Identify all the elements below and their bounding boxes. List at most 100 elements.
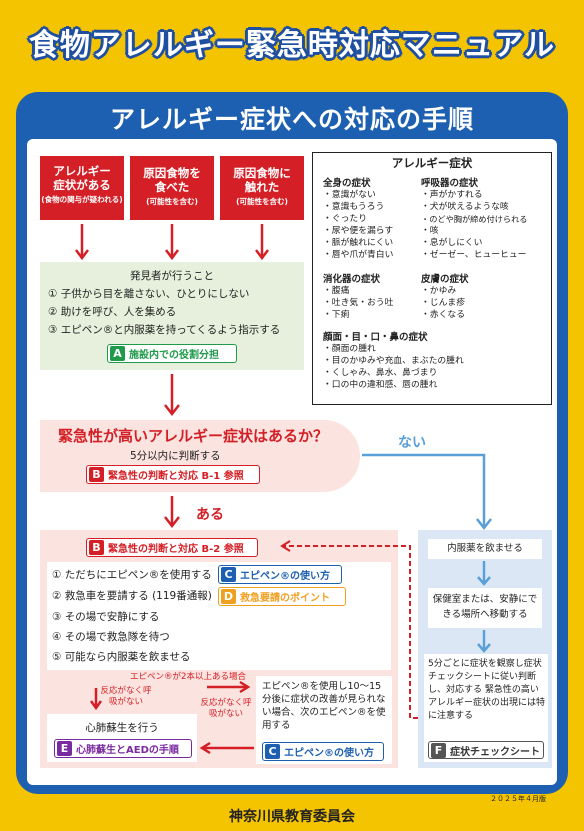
tag-b2[interactable]: B 緊急性の判断と対応 B-2 参照	[86, 538, 258, 557]
discoverer-box: 発見者が行うこと ① 子供から目を離さない、ひとりにしない ② 助けを呼び、人を…	[40, 262, 304, 370]
symptom-title: アレルギー症状	[391, 156, 473, 170]
symptom-box: アレルギー症状 全身の症状 ・意識がない ・意識もうろう ・ぐったり ・尿や便を…	[312, 152, 552, 405]
trigger-ate: 原因食物を 食べた (可能性を含む)	[130, 156, 214, 220]
symptom-item: ・息がしにくい	[421, 238, 483, 248]
arrowhead	[89, 700, 103, 711]
trigger-touched: 原因食物に 触れた (可能性を含む)	[220, 156, 304, 220]
symptom-item: ・かゆみ	[421, 286, 457, 296]
no-label: ない	[398, 435, 426, 451]
symptom-item: ・犬が吠えるような咳	[421, 202, 509, 212]
tag-e[interactable]: E 心肺蘇生とAEDの手順	[54, 739, 192, 758]
trigger-line2: 症状がある	[53, 178, 111, 192]
trigger-line1: アレルギー	[53, 164, 111, 178]
tag-letter: D	[221, 589, 236, 604]
no-step1: 内服薬を飲ませる	[428, 539, 542, 559]
tag-c2[interactable]: C エピペン®の使い方	[262, 742, 384, 761]
tag-c[interactable]: C エピペン®の使い方	[218, 565, 342, 584]
tag-letter: B	[89, 467, 104, 482]
trigger-line2: 触れた	[244, 180, 280, 194]
symptom-item: ・赤くなる	[421, 310, 465, 320]
tag-b1[interactable]: B 緊急性の判断と対応 B-1 参照	[86, 465, 260, 484]
discoverer-item: ③ エピペン®と内服薬を持ってくるよう指示する	[48, 324, 281, 336]
symptom-item: ・尿や便を漏らす	[323, 226, 394, 236]
tag-label: 救急要請のポイント	[240, 593, 330, 604]
tag-letter: E	[57, 741, 72, 756]
yes-step: ② 救急車を要請する (119番通報)	[52, 590, 212, 602]
symptom-item: ・吐き気・おう吐	[323, 298, 394, 308]
symptom-heading: 全身の症状	[323, 178, 371, 189]
symptom-resp: 呼吸器の症状 ・声がかすれる ・犬が吠えるような咳 ・のどや胸が締め付けられる …	[421, 175, 551, 261]
symptom-item: ・のどや胸が締め付けられる	[421, 214, 528, 224]
tag-label: エピペン®の使い方	[284, 748, 374, 759]
tag-label: 施設内での役割分担	[129, 350, 219, 361]
trigger-note: (可能性を含む)	[236, 197, 288, 206]
tag-letter: A	[110, 346, 125, 361]
arrowhead	[476, 518, 492, 531]
arrowhead	[165, 249, 179, 261]
discoverer-heading: 発見者が行うこと	[130, 270, 214, 282]
trigger-line1: 原因食物に	[233, 166, 291, 180]
question-text: 緊急性が高いアレルギー症状はあるか？	[58, 427, 329, 445]
tag-label: エピペン®の使い方	[240, 571, 330, 582]
cpr-text: 心肺蘇生を行う	[85, 722, 159, 734]
tag-a[interactable]: A 施設内での役割分担	[107, 344, 237, 363]
symptom-item: ・意識がない	[323, 190, 376, 200]
question-sub: 5分以内に判断する	[130, 450, 221, 462]
arrow-no-path	[362, 453, 486, 528]
symptom-item: ・ゼーゼー、ヒューヒュー	[421, 250, 527, 260]
epipen-followup-text: エピペン®を使用し10～15分後に症状の改善が見られない場合、次のエピペン®を使…	[262, 681, 386, 731]
symptom-item: ・ぐったり	[323, 214, 367, 224]
symptom-item: ・顔面の腫れ	[323, 344, 376, 354]
tag-label: 心肺蘇生とAEDの手順	[76, 745, 179, 756]
symptom-digest: 消化器の症状 ・腹痛 ・吐き気・おう吐 ・下痢	[323, 271, 423, 321]
symptom-item: ・脈が触れにくい	[323, 238, 394, 248]
tag-d[interactable]: D 救急要請のポイント	[218, 587, 346, 606]
arrowhead	[164, 404, 180, 417]
arrowhead	[477, 643, 491, 653]
symptom-item: ・じんま疹	[421, 298, 465, 308]
symptom-item: ・腹痛	[323, 286, 350, 296]
banner-title: アレルギー症状への対応の手順	[109, 105, 474, 134]
symptom-body: 全身の症状 ・意識がない ・意識もうろう ・ぐったり ・尿や便を漏らす ・脈が触…	[323, 175, 423, 261]
no-step3: 5分ごとに症状を観察し症状チェックシートに従い判断し、対応する 緊急性の高いアレ…	[428, 659, 546, 721]
arrowhead	[164, 516, 180, 529]
no-step2: 保健室または、安静にできる場所へ移動する	[428, 588, 542, 628]
arrowhead	[477, 576, 491, 586]
main-title: 食物アレルギー緊急時対応マニュアル	[28, 28, 556, 63]
trigger-symptoms: アレルギー 症状がある (食物の関与が疑われる)	[40, 156, 124, 220]
arrowhead	[75, 249, 89, 261]
arrowhead	[239, 680, 251, 694]
symptom-item: ・口の中の違和感、唇の腫れ	[323, 380, 438, 390]
tag-label: 緊急性の判断と対応 B-1 参照	[108, 471, 244, 482]
symptom-item: ・唇や爪が青白い	[323, 250, 394, 260]
symptom-item: ・下痢	[323, 310, 350, 320]
symptom-skin: 皮膚の症状 ・かゆみ ・じんま疹 ・赤くなる	[421, 271, 551, 321]
tag-label: 緊急性の判断と対応 B-2 参照	[108, 544, 244, 555]
trigger-line1: 原因食物を	[143, 166, 201, 180]
edition-date: ２０２５年４月版	[490, 795, 546, 803]
tag-letter: F	[431, 742, 446, 758]
footer-org: 神奈川県教育委員会	[229, 809, 355, 825]
discoverer-item: ① 子供から目を離さない、ひとりにしない	[48, 288, 250, 300]
no-reaction-note: 反応がなく呼吸がない	[100, 686, 152, 707]
trigger-line2: 食べた	[154, 180, 190, 194]
symptom-item: ・咳	[421, 226, 439, 236]
yes-step: ⑤ 可能なら内服薬を飲ませる	[52, 651, 191, 663]
symptom-heading: 消化器の症状	[323, 274, 381, 285]
tag-letter: C	[221, 567, 236, 582]
epipen-twice-note: エピペン®が2本以上ある場合	[130, 672, 246, 682]
yes-step: ③ その場で安静にする	[52, 611, 160, 623]
dashed-escalation-line	[282, 545, 418, 719]
symptom-face: 顔面・目・口・鼻の症状 ・顔面の腫れ ・目のかゆみや充血、まぶたの腫れ ・くしゃ…	[323, 329, 548, 391]
symptom-item: ・声がかすれる	[421, 190, 483, 200]
yes-label: ある	[196, 507, 224, 523]
tag-f[interactable]: F 症状チェックシート	[428, 741, 544, 759]
symptom-item: ・目のかゆみや充血、まぶたの腫れ	[323, 356, 464, 366]
yes-step: ① ただちにエピペン®を使用する	[52, 569, 212, 581]
symptom-heading: 顔面・目・口・鼻の症状	[323, 332, 428, 343]
trigger-note: (食物の関与が疑われる)	[41, 195, 123, 204]
yes-step: ④ その場で救急隊を待つ	[52, 631, 170, 643]
no-reaction-note: 反応がなく呼吸がない	[200, 698, 252, 719]
